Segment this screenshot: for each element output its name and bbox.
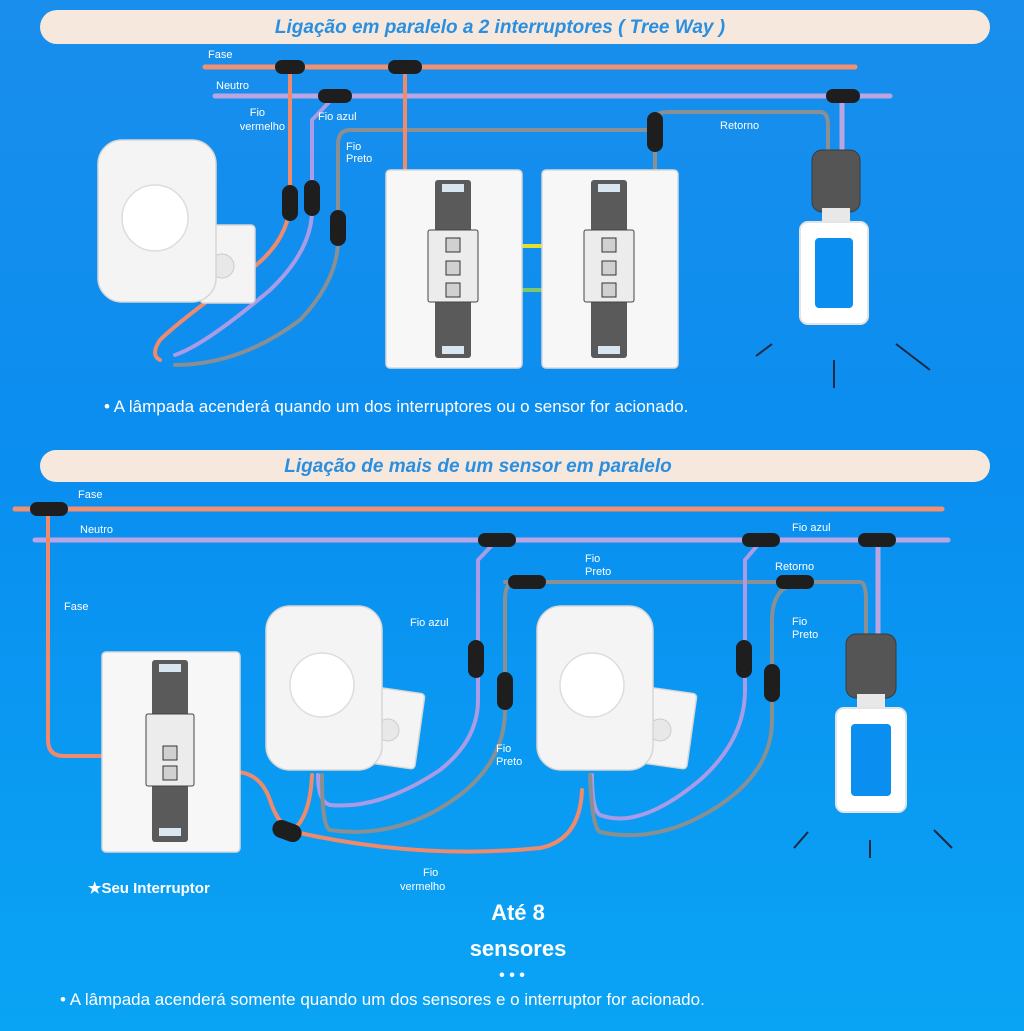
light-ray <box>755 343 773 357</box>
terminal-screw <box>601 260 617 276</box>
switch-single <box>101 651 241 853</box>
light-ray <box>933 829 953 849</box>
label-fio-vermelho-1: Fio <box>423 867 438 879</box>
motion-sensor <box>265 605 426 771</box>
switch-screw <box>598 184 620 192</box>
joint <box>742 533 780 547</box>
joint <box>468 640 484 678</box>
label-fio-vermelho-2: vermelho <box>400 881 445 893</box>
switch-1 <box>385 169 523 369</box>
terminal-screw <box>445 260 461 276</box>
lamp-neck <box>857 694 885 708</box>
joint <box>647 112 663 152</box>
terminal-screw <box>601 282 617 298</box>
label-fio-azul-mid: Fio azul <box>410 617 449 629</box>
switch-2 <box>541 169 679 369</box>
wire-black-sensor2 <box>588 580 797 838</box>
sensor-lens <box>121 184 189 252</box>
label-fase-left: Fase <box>64 601 88 613</box>
joint <box>388 60 422 74</box>
label-fio-preto-top-2: Preto <box>585 566 611 578</box>
lamp-bulb-inner <box>851 724 891 796</box>
joint <box>826 89 860 103</box>
label-fio-preto-2: Preto <box>346 153 372 165</box>
lamp-socket <box>845 633 897 699</box>
joint <box>508 575 546 589</box>
label-fio-preto-mid-2: Preto <box>496 756 522 768</box>
sensor-lens <box>289 652 355 718</box>
lamp <box>793 633 953 858</box>
section2-title: Ligação de mais de um sensor em paralelo <box>284 456 672 477</box>
wire-retorno-bus <box>503 580 868 642</box>
label-fase-top: Fase <box>78 489 102 501</box>
section2-title-banner <box>40 450 990 482</box>
motion-sensor <box>97 139 256 304</box>
sensor-lens <box>559 652 625 718</box>
wire-red-sensor1 <box>288 773 314 834</box>
switch-caption: ★Seu Interruptor <box>88 880 210 897</box>
section1-title: Ligação em paralelo a 2 interruptores ( … <box>275 17 725 38</box>
light-ray <box>895 343 931 371</box>
switch-screw <box>442 346 464 354</box>
ellipsis-dots: • • • <box>499 967 525 984</box>
wire-black-sensor1 <box>320 580 527 834</box>
terminal-screw <box>162 765 178 781</box>
wire-fase-switch <box>46 507 162 758</box>
joint <box>478 533 516 547</box>
section2-note: • A lâmpada acenderá somente quando um d… <box>60 990 705 1009</box>
joint <box>282 185 298 221</box>
joint <box>275 60 305 74</box>
label-fio-preto-top-1: Fio <box>585 553 600 565</box>
switch-screw <box>598 346 620 354</box>
label-fio-vermelho-1: Fio <box>250 107 265 119</box>
joint <box>318 89 352 103</box>
label-fio-preto-mid-1: Fio <box>496 743 511 755</box>
joint <box>304 180 320 216</box>
terminal-screw <box>162 745 178 761</box>
label-fio-azul: Fio azul <box>318 111 357 123</box>
label-retorno: Retorno <box>720 120 759 132</box>
section1-title-banner <box>40 10 990 44</box>
label-fio-preto-1: Fio <box>346 141 361 153</box>
section1-note: • A lâmpada acenderá quando um dos inter… <box>104 397 688 416</box>
lamp <box>755 149 931 388</box>
lamp-neck <box>822 208 850 222</box>
joint <box>776 575 814 589</box>
joint <box>30 502 68 516</box>
sensor-count-line2: sensores <box>470 936 567 961</box>
joint <box>858 533 896 547</box>
label-fio-preto-right-2: Preto <box>792 629 818 641</box>
terminal-screw <box>601 237 617 253</box>
joint <box>330 210 346 246</box>
terminal-screw <box>445 282 461 298</box>
lamp-bulb-inner <box>815 238 853 308</box>
lamp-socket <box>811 149 861 213</box>
label-fase: Fase <box>208 49 232 61</box>
terminal-screw <box>445 237 461 253</box>
label-retorno: Retorno <box>775 561 814 573</box>
wire-blue-sensor2 <box>590 538 764 821</box>
wire-red-main <box>178 770 584 854</box>
sensor-count-line1: Até 8 <box>491 900 545 925</box>
section2: Ligação de mais de um sensor em paralelo… <box>12 450 990 1009</box>
joint <box>497 672 513 710</box>
switch-screw <box>442 184 464 192</box>
section1: Ligação em paralelo a 2 interruptores ( … <box>40 10 990 416</box>
wire-black-sensor <box>173 128 657 367</box>
switch-screw <box>159 664 181 672</box>
joint <box>764 664 780 702</box>
label-fio-preto-right-1: Fio <box>792 616 807 628</box>
motion-sensor <box>536 605 698 771</box>
wire-blue-sensor <box>173 94 337 357</box>
joint <box>736 640 752 678</box>
joint <box>272 819 302 843</box>
label-neutro: Neutro <box>80 524 113 536</box>
label-neutro: Neutro <box>216 80 249 92</box>
light-ray <box>793 831 809 849</box>
label-fio-azul-top: Fio azul <box>792 522 831 534</box>
label-fio-vermelho-2: vermelho <box>240 121 285 133</box>
switch-screw <box>159 828 181 836</box>
